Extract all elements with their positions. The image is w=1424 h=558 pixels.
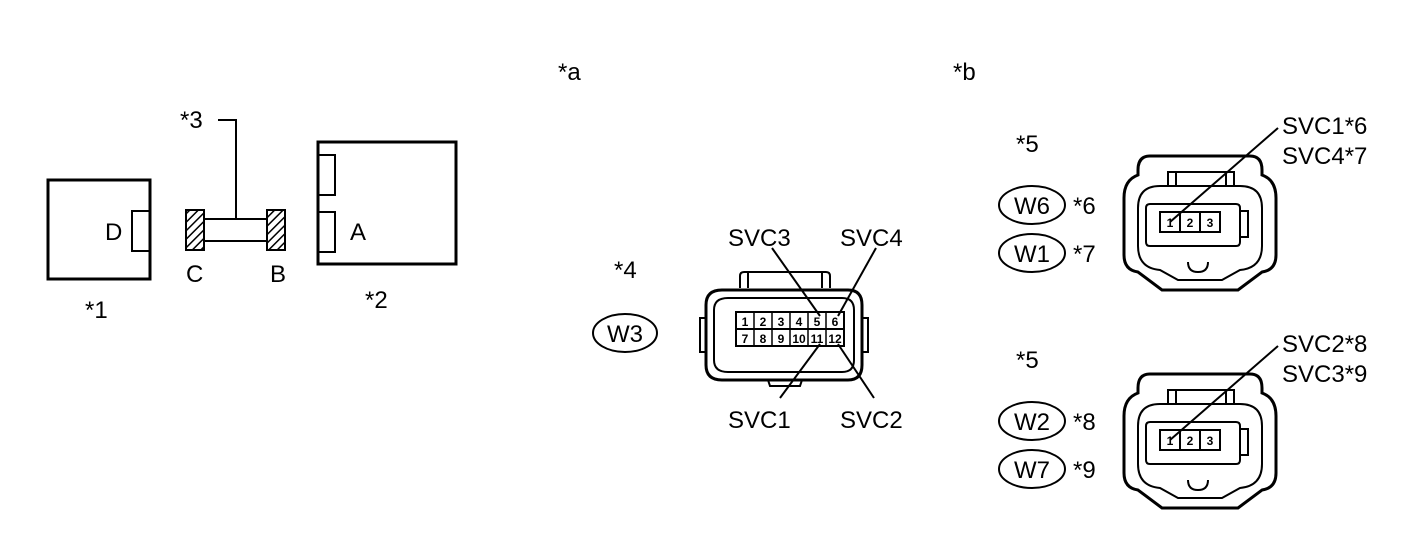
terminal-c-label: C [186, 261, 203, 288]
wire-tag-w3-text: W3 [607, 321, 643, 348]
note-8: *8 [1073, 409, 1096, 436]
pin-number-8: 8 [760, 332, 767, 346]
wire-tag-w7: W7 *9 [998, 449, 1096, 489]
section-b-label: *b [953, 59, 976, 86]
item-1-label: *1 [85, 297, 108, 324]
pin-number-4: 4 [796, 315, 803, 329]
wire-tag-w2-text: W2 [1014, 409, 1050, 436]
note-9: *9 [1073, 457, 1096, 484]
wire-tag-w3: W3 [592, 313, 658, 353]
pin-number-7: 7 [742, 332, 749, 346]
note-7: *7 [1073, 241, 1096, 268]
pin-number-2: 2 [760, 315, 767, 329]
terminal-b-label: B [270, 261, 286, 288]
wire-tag-w6-text: W6 [1014, 193, 1050, 220]
terminal-d-label: D [105, 219, 122, 246]
pin-number-5: 5 [814, 315, 821, 329]
callout-svc1-6: SVC1*6 [1282, 113, 1367, 140]
pin-number-12: 12 [828, 332, 842, 346]
wire-tag-w6: W6 *6 [998, 185, 1096, 225]
wire-tag-w1-text: W1 [1014, 241, 1050, 268]
pin-number-1: 1 [1167, 216, 1174, 230]
callout-svc2: SVC2 [840, 407, 903, 434]
pin-number-2: 2 [1187, 216, 1194, 230]
callout-svc3: SVC3 [728, 225, 791, 252]
callout-svc1: SVC1 [728, 407, 791, 434]
callout-svc4: SVC4 [840, 225, 903, 252]
connector-12-callouts: SVC3 SVC4 SVC1 SVC2 [728, 225, 903, 434]
pin-number-6: 6 [832, 315, 839, 329]
pin-number-1: 1 [742, 315, 749, 329]
component-1: D *1 [46, 178, 152, 324]
component-2: A *2 [316, 140, 458, 314]
pin-number-1: 1 [1167, 434, 1174, 448]
pin-number-3: 3 [1207, 434, 1214, 448]
pin-number-11: 11 [811, 332, 824, 346]
section-a-label: *a [558, 59, 581, 86]
pin-number-10: 10 [792, 332, 806, 346]
note-6: *6 [1073, 193, 1096, 220]
pin-number-3: 3 [778, 315, 785, 329]
callout-svc4-7: SVC4*7 [1282, 143, 1367, 170]
pin-number-2: 2 [1187, 434, 1194, 448]
wire-tag-w2: W2 *8 [998, 401, 1096, 441]
item-4-label: *4 [614, 257, 637, 284]
terminal-a-label: A [350, 219, 366, 246]
item-3-label: *3 [180, 107, 203, 134]
pin-number-3: 3 [1207, 216, 1214, 230]
wire-tag-w1: W1 *7 [998, 233, 1096, 273]
item-5-bottom-label: *5 [1016, 347, 1039, 374]
item-2-label: *2 [365, 287, 388, 314]
wire-tag-w7-text: W7 [1014, 457, 1050, 484]
component-3-harness: *3 C B [180, 107, 286, 288]
item-5-top-label: *5 [1016, 131, 1039, 158]
pin-number-9: 9 [778, 332, 785, 346]
callout-svc3-9: SVC3*9 [1282, 361, 1367, 388]
callout-svc2-8: SVC2*8 [1282, 331, 1367, 358]
